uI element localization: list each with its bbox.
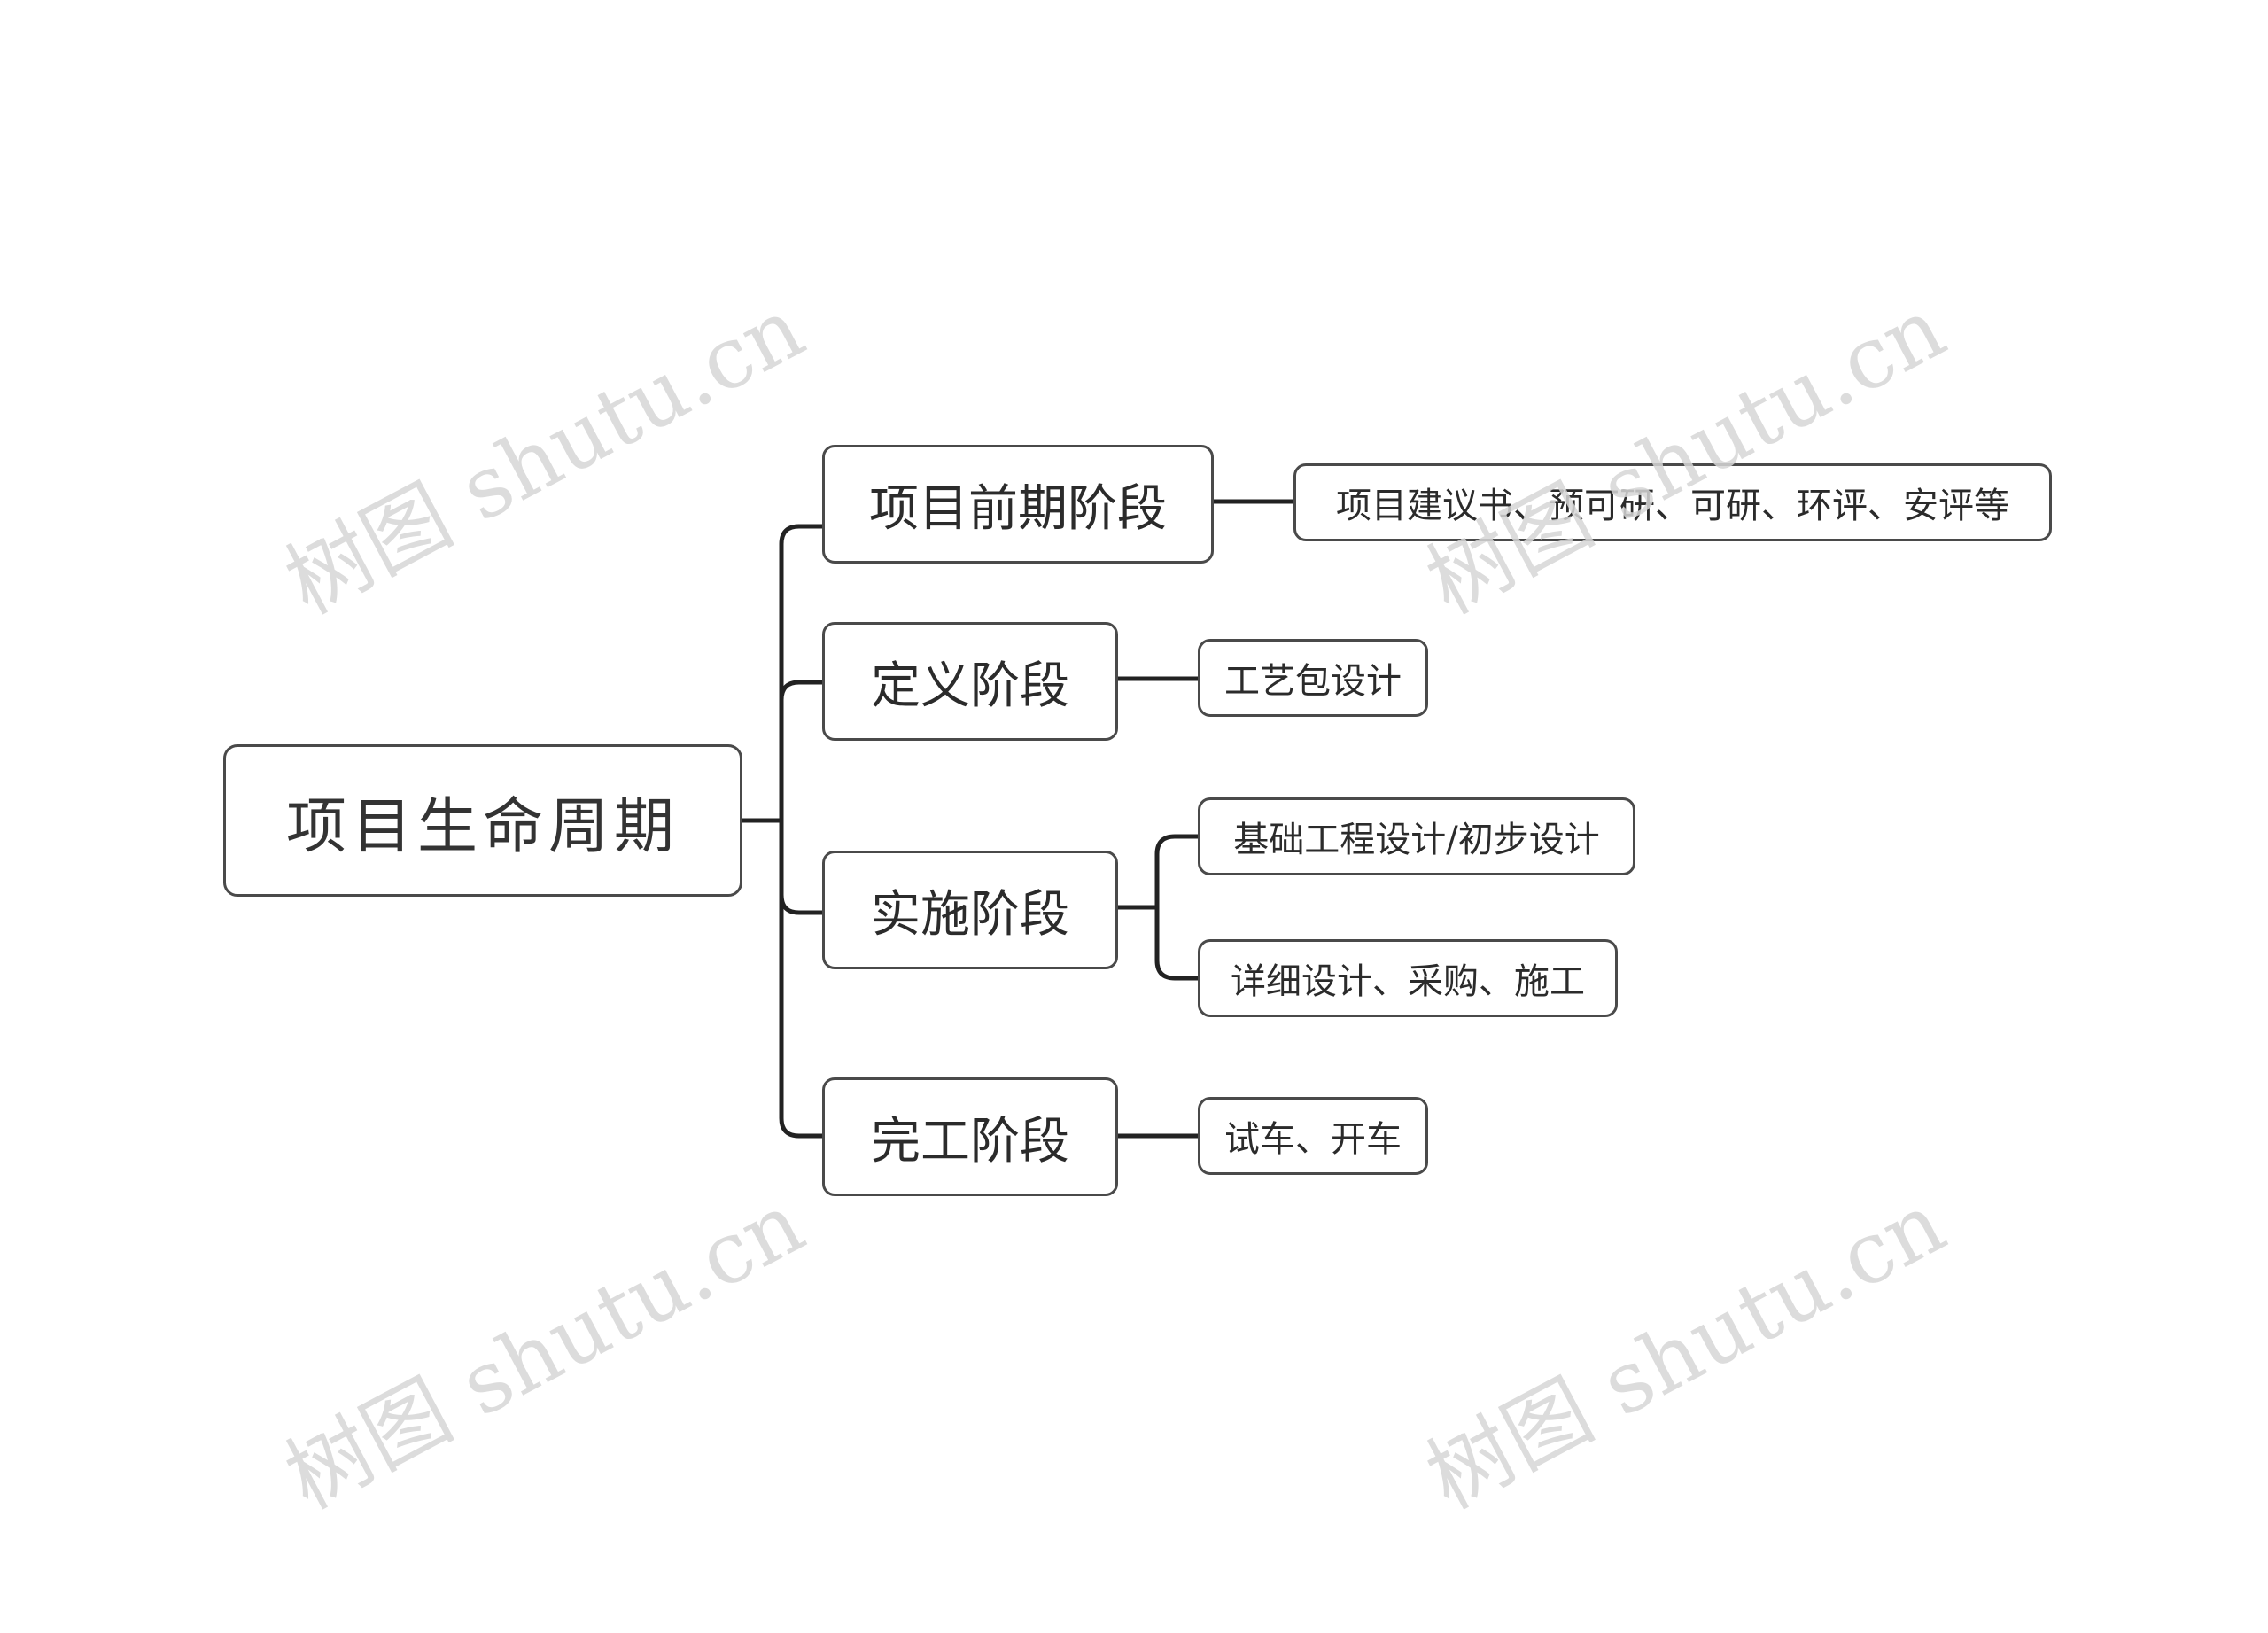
stage-label: 实施阶段 [871,885,1069,944]
leaf-node-detail-design[interactable]: 详细设计、采购、施工 [1198,939,1618,1017]
leaf-label: 试车、开车 [1224,1119,1402,1160]
stage-node-pre-project[interactable]: 项目前期阶段 [822,445,1214,564]
connector-leaf-3a [1154,834,1200,981]
leaf-node-basic-design[interactable]: 基础工程设计/初步设计 [1198,797,1635,875]
leaf-label: 项目建议书、预可研、可研、环评、安评等 [1336,486,2009,526]
leaf-node-pre-project-docs[interactable]: 项目建议书、预可研、可研、环评、安评等 [1293,463,2052,541]
connector-trunk [779,524,802,1139]
connector-stage-2 [779,680,825,703]
connector-stage-3 [779,892,825,915]
leaf-label: 工艺包设计 [1224,661,1402,702]
leaf-node-process-package[interactable]: 工艺包设计 [1198,639,1428,717]
leaf-label: 基础工程设计/初步设计 [1233,820,1600,860]
root-node[interactable]: 项目生命周期 [223,744,742,897]
root-label: 项目生命周期 [285,791,680,862]
stage-label: 定义阶段 [871,657,1069,715]
stage-label: 完工阶段 [871,1112,1069,1170]
stage-label: 项目前期阶段 [869,479,1167,538]
leaf-node-commissioning[interactable]: 试车、开车 [1198,1097,1428,1175]
stage-node-definition[interactable]: 定义阶段 [822,622,1118,741]
leaf-label: 详细设计、采购、施工 [1231,961,1585,1002]
stage-node-completion[interactable]: 完工阶段 [822,1077,1118,1196]
stage-node-implementation[interactable]: 实施阶段 [822,851,1118,969]
